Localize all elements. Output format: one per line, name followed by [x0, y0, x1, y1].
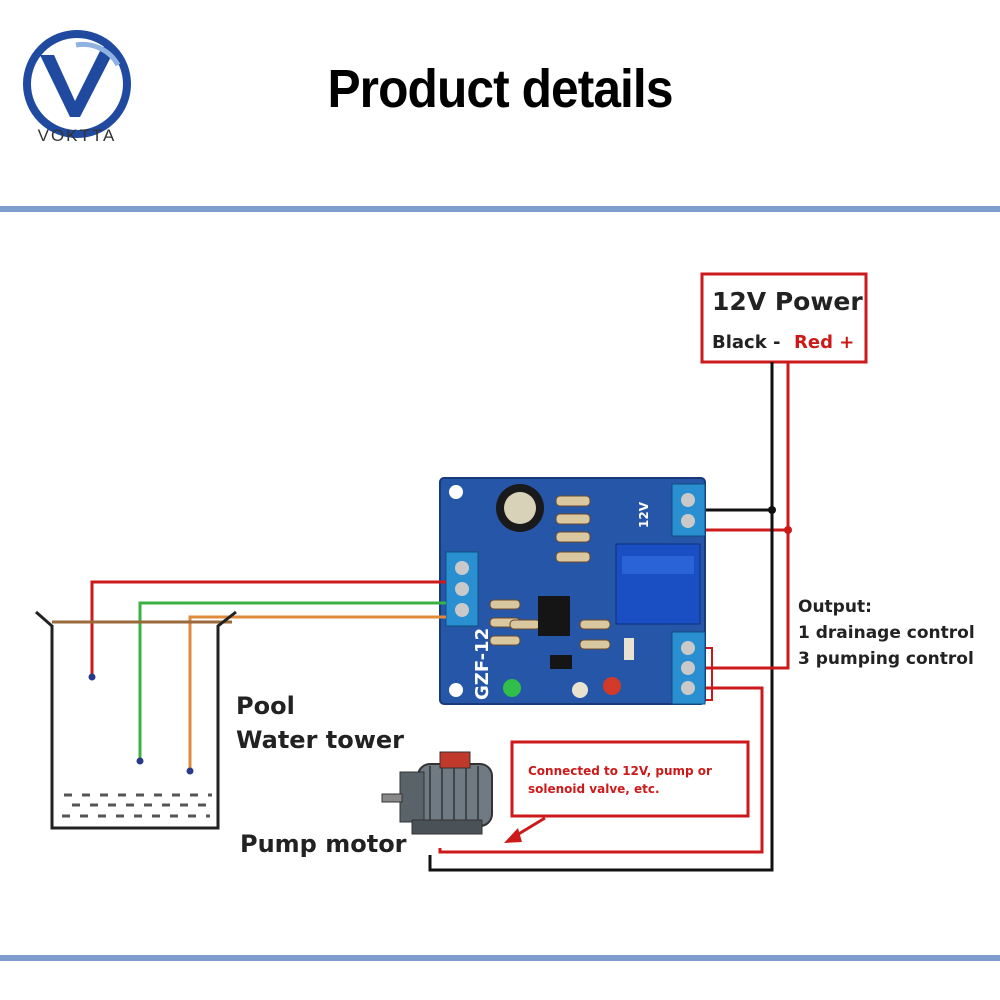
power-red-label: Red +	[794, 332, 854, 353]
top-divider	[0, 206, 1000, 212]
voktta-logo	[23, 30, 131, 138]
page-title: Product details	[327, 59, 673, 119]
probe-green	[136, 757, 144, 765]
power-terminal	[671, 483, 706, 537]
bottom-divider	[0, 955, 1000, 961]
ic-chip	[538, 596, 570, 636]
note-box	[510, 740, 750, 818]
led-red	[603, 677, 621, 695]
probe-orange	[186, 767, 194, 775]
output-line-1: 1 drainage control	[798, 623, 975, 643]
junction-red	[784, 526, 792, 534]
board-model-label: GZF-12	[472, 628, 493, 700]
brand-name: VOKTTA	[37, 126, 117, 145]
pump-motor	[381, 751, 493, 835]
board-12v-label: 12V	[637, 501, 651, 528]
note-line-1: Connected to 12V, pump or	[528, 764, 712, 778]
note-arrow	[504, 816, 546, 843]
water-tower-label: Water tower	[236, 726, 404, 754]
power-box	[700, 272, 868, 364]
output-title: Output:	[798, 597, 872, 617]
power-title: 12V Power	[712, 287, 863, 316]
water-tank	[35, 610, 237, 830]
water-surface	[62, 793, 212, 818]
probe-red	[88, 673, 96, 681]
pump-motor-label: Pump motor	[240, 830, 407, 858]
power-black-label: Black -	[712, 332, 780, 353]
controller-board	[439, 477, 706, 705]
output-line-2: 3 pumping control	[798, 649, 974, 669]
led-green	[503, 679, 521, 697]
pool-label: Pool	[236, 692, 295, 720]
junction-black	[768, 506, 776, 514]
sensor-wires	[52, 580, 446, 770]
note-line-2: solenoid valve, etc.	[528, 782, 660, 796]
